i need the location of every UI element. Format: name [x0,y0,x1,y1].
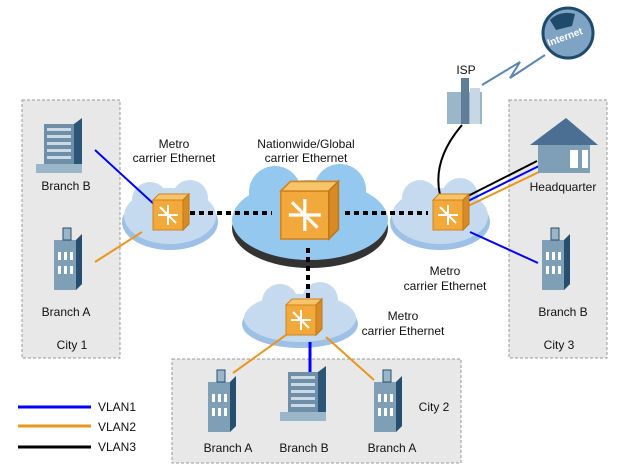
city2-label: City 2 [419,400,450,414]
cloud-metro-bottom-label-2: carrier Ethernet [362,324,445,338]
link-city1-branch-b [94,149,157,207]
city2-branch-b-label: Branch B [279,441,328,455]
cloud-metro-right-label-2: carrier Ethernet [404,279,487,293]
city3-branch-b-label: Branch B [538,305,587,319]
legend-vlan1-label: VLAN1 [98,400,136,414]
switch-metro-bottom-icon [285,298,323,336]
link-isp [437,124,463,196]
link-city3-branch-b [469,231,539,264]
legend: VLAN1 VLAN2 VLAN3 [18,400,136,454]
switch-metro-left-icon [152,193,190,231]
cloud-metro-left-label-1: Metro [159,137,190,151]
switch-metro-right-icon [432,193,470,231]
headquarter-house-icon [530,118,598,173]
legend-vlan3-label: VLAN3 [98,440,136,454]
cloud-metro-left-label-2: carrier Ethernet [133,151,216,165]
carrier-trunks [190,211,428,302]
headquarter-label: Headquarter [530,180,597,194]
link-headquarter [461,160,542,208]
cloud-global-label-2: carrier Ethernet [265,151,348,165]
isp-label: ISP [456,63,475,77]
city2-branch-a-left-label: Branch A [204,441,253,455]
switch-global-icon [279,179,340,241]
city1-branch-b-label: Branch B [41,179,90,193]
city2-branch-a-right-label: Branch A [368,441,417,455]
cloud-metro-bottom-label-1: Metro [388,309,419,323]
isp-building-icon [447,78,482,124]
link-city1-branch-a [94,231,143,263]
internet-globe-icon: Internet [541,6,595,60]
city3-label: City 3 [544,338,575,352]
cloud-metro-right-label-1: Metro [430,264,461,278]
wireless-link-icon [481,54,546,86]
cloud-global-label-1: Nationwide/Global [257,137,354,151]
legend-vlan2-label: VLAN2 [98,420,136,434]
city1-branch-a-label: Branch A [42,305,91,319]
city1-label: City 1 [57,338,88,352]
